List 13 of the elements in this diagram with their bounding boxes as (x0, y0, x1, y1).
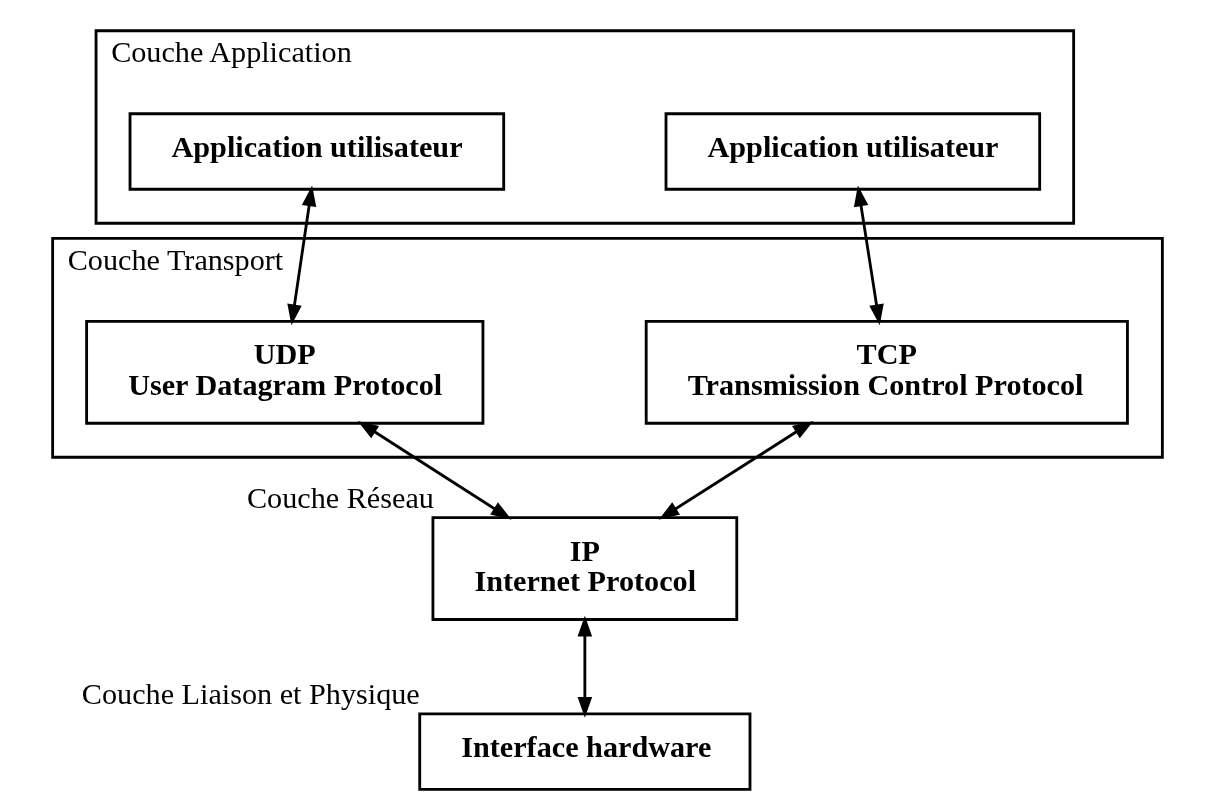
node-box: TCP Transmission Control Protocol (644, 319, 1129, 425)
arrow (853, 185, 884, 326)
node-label: Couche Liaison et Physique (81, 677, 420, 712)
node-box: IP Internet Protocol (431, 516, 739, 621)
arrow (287, 185, 317, 326)
node-box: UDP User Datagram Protocol (85, 319, 485, 425)
node-box: Interface hardware (418, 712, 752, 791)
arrow (577, 615, 593, 718)
arrow (658, 420, 814, 520)
node-label: Couche Réseau (246, 480, 434, 515)
arrow (357, 420, 512, 520)
node-box: Application utilisateur (664, 112, 1042, 191)
node-box: Application utilisateur (128, 112, 506, 191)
